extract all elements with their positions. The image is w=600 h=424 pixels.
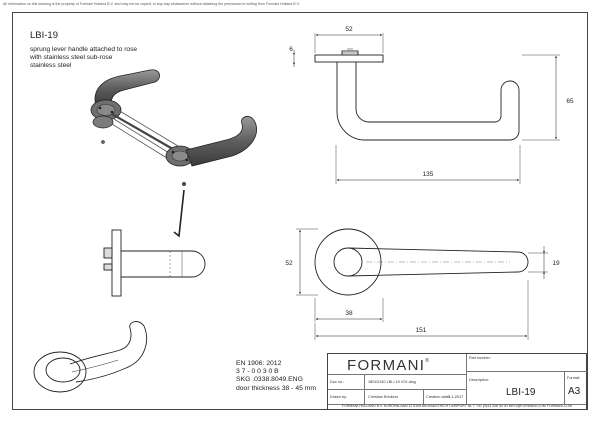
part-number-label: Part number: [469, 356, 491, 360]
dimension-total-length: 151 [314, 280, 529, 340]
dimension-label: 6 [289, 46, 293, 53]
top-lever [94, 69, 160, 107]
sub-rose [92, 115, 114, 129]
doc-number-value: 1801D140 LBI-I 19 V01.dwg [368, 380, 416, 384]
drawn-by-value: Christian Brinkers [368, 395, 398, 399]
dimension-rose-offset: 38 [314, 298, 384, 322]
perspective-view [33, 321, 147, 393]
description-value: LBI-19 [506, 387, 536, 398]
dimension-height: 65 [522, 54, 574, 141]
bottom-lever [185, 116, 257, 167]
product-description: sprung lever handle attached to rose wit… [30, 46, 137, 70]
front-view [314, 228, 529, 296]
dimension-rose-width: 52 [314, 26, 384, 53]
dimension-label: 151 [416, 327, 427, 334]
spec-line: SKG .0338.8049.ENG [236, 376, 303, 384]
dimension-label: 65 [566, 98, 574, 105]
exploded-isometric-view [90, 69, 257, 238]
spec-line: EN 1906: 2012 [236, 360, 282, 367]
description-label: Description: [469, 378, 490, 382]
format-label: Format: [567, 376, 581, 380]
dimension-rose-thickness: 6 [289, 46, 295, 67]
dimension-rose-diameter: 52 [285, 228, 318, 296]
spindle [111, 113, 179, 153]
description-line: stainless steel [30, 62, 72, 69]
drawing-title: LBI-19 [30, 30, 58, 41]
dimension-label: 52 [285, 260, 293, 267]
copyright-notice: All information on this drawing is the p… [3, 2, 300, 6]
dimension-label: 135 [423, 171, 434, 178]
formani-logo: FORMANI® [347, 357, 429, 374]
drawn-by-label: Drawn by: [330, 395, 348, 399]
description-line: with stainless steel sub-rose [30, 54, 113, 61]
side-view-top-right [314, 48, 520, 141]
dimension-label: 19 [552, 260, 560, 267]
creation-date-value: 3-1-2017 [448, 395, 464, 399]
title-block: FORMANI® Part number: Doc no.: 1801D140 … [327, 353, 587, 410]
description-line: sprung lever handle attached to rose [30, 46, 138, 53]
allen-key [173, 189, 185, 238]
format-value: A3 [568, 386, 581, 397]
dimension-length: 135 [335, 145, 521, 184]
dimension-grip-diameter: 19 [528, 246, 560, 279]
drawing-frame [12, 12, 588, 410]
spec-line: door thickness 38 - 45 mm [236, 384, 317, 392]
dimension-label: 52 [345, 26, 353, 33]
creation-date-label: Creation date: [426, 395, 450, 399]
specifications: EN 1906: 2012 3 7 - 0 0 3 0 B SKG .0338.… [236, 360, 316, 393]
spec-line: 3 7 - 0 0 3 0 B [236, 368, 279, 376]
side-profile-left [103, 229, 206, 297]
dimension-label: 38 [345, 310, 353, 317]
company-footer: FORMANI HOLLAND B.V. EUROPALAAN 12 5106 … [341, 404, 573, 408]
doc-number-label: Doc no.: [330, 380, 345, 384]
